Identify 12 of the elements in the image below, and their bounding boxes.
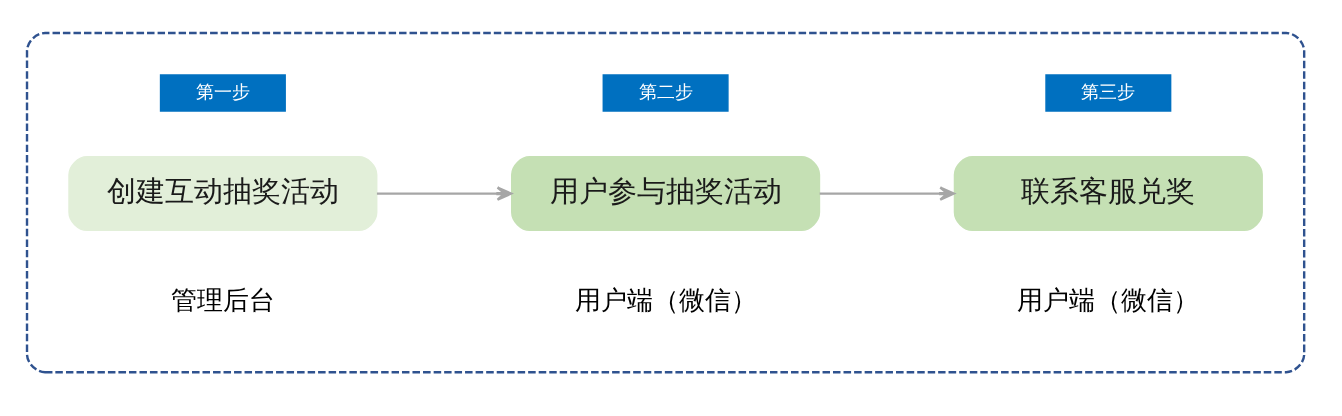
arrow [819, 186, 955, 201]
node-box: 第三步 [1045, 74, 1172, 112]
node-label: 用户端（微信） [574, 285, 757, 316]
arrow [376, 186, 513, 201]
node-label: 管理后台 [170, 285, 275, 316]
node-box: 第二步 [602, 74, 729, 112]
node-box: 创建互动抽奖活动 [68, 156, 378, 232]
node-box: 第一步 [159, 74, 286, 112]
node-label: 用户端（微信） [1017, 285, 1200, 316]
node-box: 用户参与抽奖活动 [511, 156, 821, 232]
cluster [25, 31, 1306, 374]
node-box: 联系客服兑奖 [953, 156, 1263, 232]
